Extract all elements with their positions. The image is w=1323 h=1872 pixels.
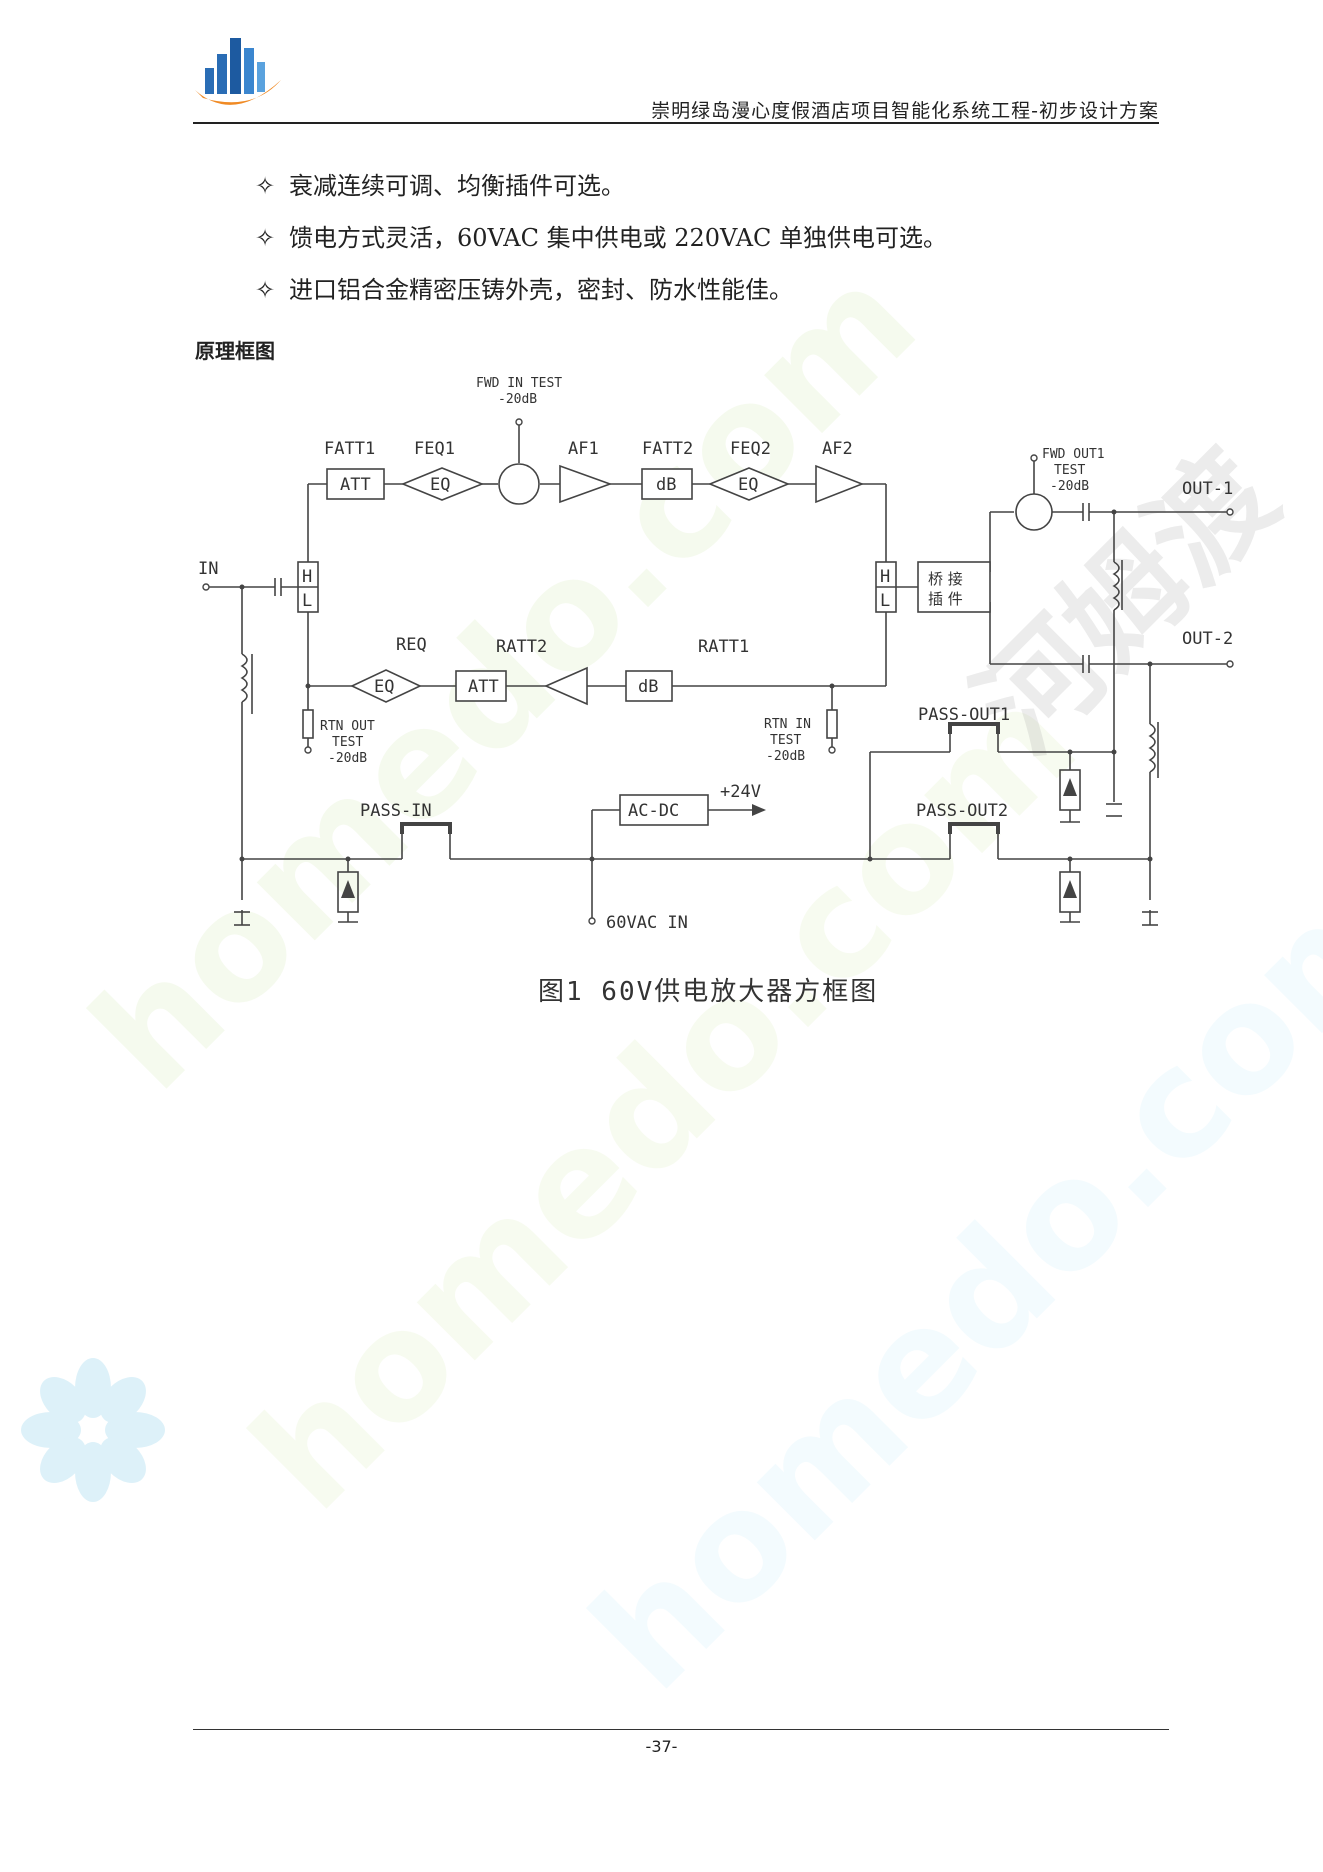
- ratt2-label: RATT2: [496, 637, 547, 657]
- feq2-label: FEQ2: [730, 439, 771, 459]
- fatt1-block: [326, 468, 385, 500]
- att-block-text: ATT: [340, 475, 371, 495]
- header-title: 崇明绿岛漫心度假酒店项目智能化系统工程-初步设计方案: [651, 100, 1159, 122]
- eq-block-text: EQ: [738, 475, 758, 495]
- plus24v-label: +24V: [720, 782, 761, 802]
- fwd-out1-db-label: -20dB: [1050, 479, 1089, 494]
- out1-label: OUT-1: [1182, 479, 1233, 499]
- watermark-flower-icon: [21, 1358, 165, 1502]
- list-item: ✧ 衰减连续可调、均衡插件可选。: [255, 160, 947, 212]
- list-item: ✧ 进口铝合金精密压铸外壳，密封、防水性能佳。: [255, 264, 947, 316]
- list-item-text: 馈电方式灵活，60VAC 集中供电或 220VAC 单独供电可选。: [289, 224, 948, 252]
- fwd-out1-test-label: TEST: [1054, 463, 1085, 478]
- fwd-out1-label: FWD OUT1: [1042, 447, 1105, 462]
- amplifier-block-diagram: FATT1 FEQ1 AF1 FATT2 FEQ2 AF2 ATT EQ dB …: [198, 376, 1234, 1007]
- list-item-text: 衰减连续可调、均衡插件可选。: [289, 172, 625, 200]
- rtn-in-test-label: TEST: [770, 733, 801, 748]
- 60vac-in-label: 60VAC IN: [606, 913, 688, 933]
- in-label: IN: [198, 559, 218, 579]
- req-label: REQ: [396, 635, 427, 655]
- pass-out1-label: PASS-OUT1: [918, 705, 1010, 725]
- bridge-plugin-label: 插 件: [928, 590, 963, 608]
- db-block-text: dB: [656, 475, 676, 495]
- eq-block-text: EQ: [430, 475, 450, 495]
- diamond-bullet-icon: ✧: [255, 172, 276, 200]
- hl-l-label: L: [880, 591, 890, 611]
- db-block-text: dB: [638, 677, 658, 697]
- in-terminal: [202, 583, 210, 591]
- fatt2-label: FATT2: [642, 439, 693, 459]
- rtn-out-test-label: TEST: [332, 735, 363, 750]
- section-title: 原理框图: [195, 339, 275, 363]
- eq-block-text: EQ: [374, 677, 394, 697]
- list-item: ✧ 馈电方式灵活，60VAC 集中供电或 220VAC 单独供电可选。: [255, 212, 947, 264]
- fwd-in-test-label: FWD IN TEST: [476, 376, 562, 391]
- feq1-label: FEQ1: [414, 439, 455, 459]
- diagram-caption: 图1 60V供电放大器方框图: [538, 977, 878, 1007]
- ratt1-label: RATT1: [698, 637, 749, 657]
- diamond-bullet-icon: ✧: [255, 224, 276, 252]
- af2-label: AF2: [822, 439, 853, 459]
- header-divider: [193, 122, 1159, 124]
- hl-l-label: L: [302, 591, 312, 611]
- pass-in-label: PASS-IN: [360, 801, 432, 821]
- rtn-out-label: RTN OUT: [320, 719, 375, 734]
- att-block-text: ATT: [468, 677, 499, 697]
- rtn-out-db-label: -20dB: [328, 751, 367, 766]
- list-item-text: 进口铝合金精密压铸外壳，密封、防水性能佳。: [289, 276, 793, 304]
- fatt1-label: FATT1: [324, 439, 375, 459]
- pass-out2-label: PASS-OUT2: [916, 801, 1008, 821]
- diamond-bullet-icon: ✧: [255, 276, 276, 304]
- fwd-in-db-label: -20dB: [498, 392, 537, 407]
- af1-label: AF1: [568, 439, 599, 459]
- hl-h-label: H: [302, 567, 312, 587]
- rtn-in-label: RTN IN: [764, 717, 811, 732]
- acdc-label: AC-DC: [628, 801, 679, 821]
- out2-label: OUT-2: [1182, 629, 1233, 649]
- bridge-plugin-label: 桥 接: [928, 570, 963, 588]
- feature-list: ✧ 衰减连续可调、均衡插件可选。 ✧ 馈电方式灵活，60VAC 集中供电或 220V…: [255, 160, 947, 316]
- rtn-in-db-label: -20dB: [766, 749, 805, 764]
- footer-divider: [193, 1729, 1169, 1730]
- company-logo-icon: [195, 38, 281, 105]
- page-number: -37-: [645, 1737, 678, 1756]
- hl-h-label: H: [880, 567, 890, 587]
